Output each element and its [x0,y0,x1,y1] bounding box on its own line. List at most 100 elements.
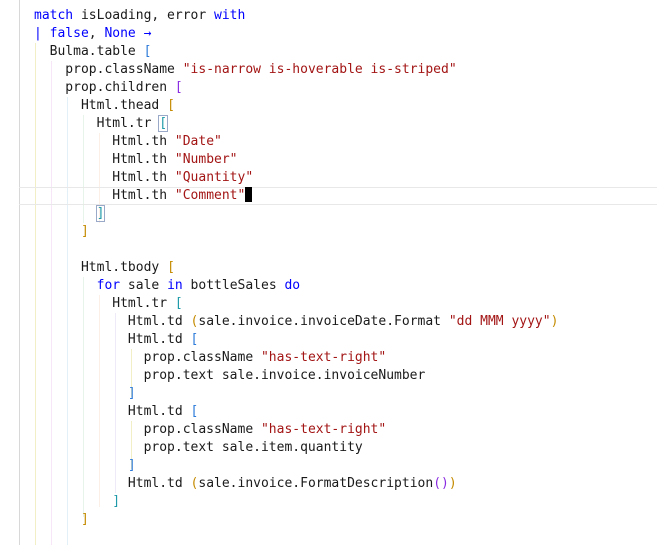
code-token: () [433,476,449,491]
code-token: prop.className [34,422,261,437]
code-line[interactable]: ] [34,223,89,241]
code-line[interactable]: Html.thead [ [34,97,175,115]
code-token: prop.text sale.invoice.invoiceNumber [34,368,426,383]
code-token: ] [34,494,121,509]
code-token: prop.children [34,80,175,95]
code-token: Html.th [34,170,175,185]
code-line[interactable]: Html.tr [ [34,115,169,133]
text-cursor [245,187,253,202]
code-token: , [88,26,105,41]
code-token: Html.th [34,152,175,167]
code-line[interactable]: Html.th "Quantity" [34,169,253,187]
code-token: isLoading, error [73,8,215,23]
code-token: Html.thead [34,98,168,113]
indent-guide [35,43,36,545]
code-token [34,206,97,221]
code-line[interactable]: prop.className "has-text-right" [34,349,387,367]
code-token [34,278,97,293]
code-token: None [104,26,136,41]
code-token: | [34,26,50,41]
code-token: Html.td [34,332,191,347]
code-line[interactable]: Html.td [ [34,331,198,349]
code-token: Html.tr [34,296,175,311]
code-line[interactable]: Html.td [ [34,403,198,421]
code-line[interactable]: Html.th "Comment" [34,187,253,205]
code-line[interactable]: prop.text sale.invoice.invoiceNumber [34,367,426,385]
code-token: [ [167,260,175,275]
code-line[interactable]: prop.className "is-narrow is-hoverable i… [34,61,457,79]
code-line[interactable]: Bulma.table [ [34,43,152,61]
code-token: do [284,278,301,293]
indent-guide [131,421,132,469]
code-token: ] [34,386,136,401]
code-token: "has-text-right" [260,422,387,437]
code-line[interactable]: Html.td (sale.invoice.invoiceDate.Format… [34,313,559,331]
code-token: Bulma.table [34,44,144,59]
code-line[interactable]: ] [34,493,120,511]
code-token: ] [95,205,106,222]
code-token: ) [550,314,559,329]
code-token: for [96,278,121,293]
code-line[interactable]: Html.td (sale.invoice.FormatDescription(… [34,475,457,493]
code-token: "Date" [174,134,222,149]
code-token: ] [34,512,89,527]
code-token: prop.className [34,62,183,77]
code-token: → [135,26,152,41]
code-line[interactable]: Html.tr [ [34,295,183,313]
code-token: sale.invoice.FormatDescription [198,476,434,491]
code-token: "has-text-right" [260,350,387,365]
code-token: with [214,8,246,23]
code-line[interactable]: match isLoading, error with [34,7,245,25]
indent-guide [51,61,52,545]
code-line[interactable]: prop.children [ [34,79,183,97]
code-token: Html.tbody [34,260,168,275]
code-token: false [49,26,89,41]
code-token: "Quantity" [174,170,254,185]
code-token: [ [158,115,169,132]
code-token: "dd MMM yyyy" [448,314,551,329]
code-token: sale [120,278,168,293]
code-line[interactable]: ] [34,385,136,403]
code-token: Html.td [34,404,191,419]
code-token: ] [34,458,136,473]
code-token: match [34,8,74,23]
indent-guide [99,295,100,507]
code-token: "Comment" [174,188,246,203]
indent-guide [131,349,132,397]
code-token: ) [448,476,457,491]
code-token: Html.td [34,314,191,329]
code-line[interactable]: ] [34,457,136,475]
code-token: [ [190,332,199,347]
code-token: [ [174,80,183,95]
code-line[interactable]: prop.className "has-text-right" [34,421,387,439]
code-token: Html.th [34,188,175,203]
code-token: [ [143,44,152,59]
code-line[interactable]: prop.text sale.item.quantity [34,439,363,457]
code-token: ] [34,224,89,239]
code-token: "is-narrow is-hoverable is-striped" [182,62,457,77]
code-line[interactable]: ] [34,511,89,529]
code-token: Html.td [34,476,191,491]
code-line[interactable]: Html.tbody [ [34,259,175,277]
code-line[interactable]: ] [34,205,106,223]
code-line[interactable]: Html.th "Date" [34,133,222,151]
current-line-highlight [19,187,657,205]
code-token: prop.text sale.item.quantity [34,440,363,455]
code-token: [ [167,98,175,113]
code-token: in [167,278,183,293]
code-token: ( [190,314,199,329]
code-token: "Number" [174,152,238,167]
code-line[interactable]: Html.th "Number" [34,151,238,169]
code-token: sale.invoice.invoiceDate.Format [198,314,449,329]
code-token: Html.th [34,134,175,149]
indent-guide [67,97,68,545]
gutter-divider [19,0,20,545]
code-line[interactable]: | false, None → [34,25,151,43]
code-line[interactable]: for sale in bottleSales do [34,277,301,295]
code-token: [ [190,404,199,419]
code-token: [ [174,296,183,311]
code-token: ( [190,476,199,491]
indent-guide [83,277,84,517]
indent-guide [83,115,84,223]
